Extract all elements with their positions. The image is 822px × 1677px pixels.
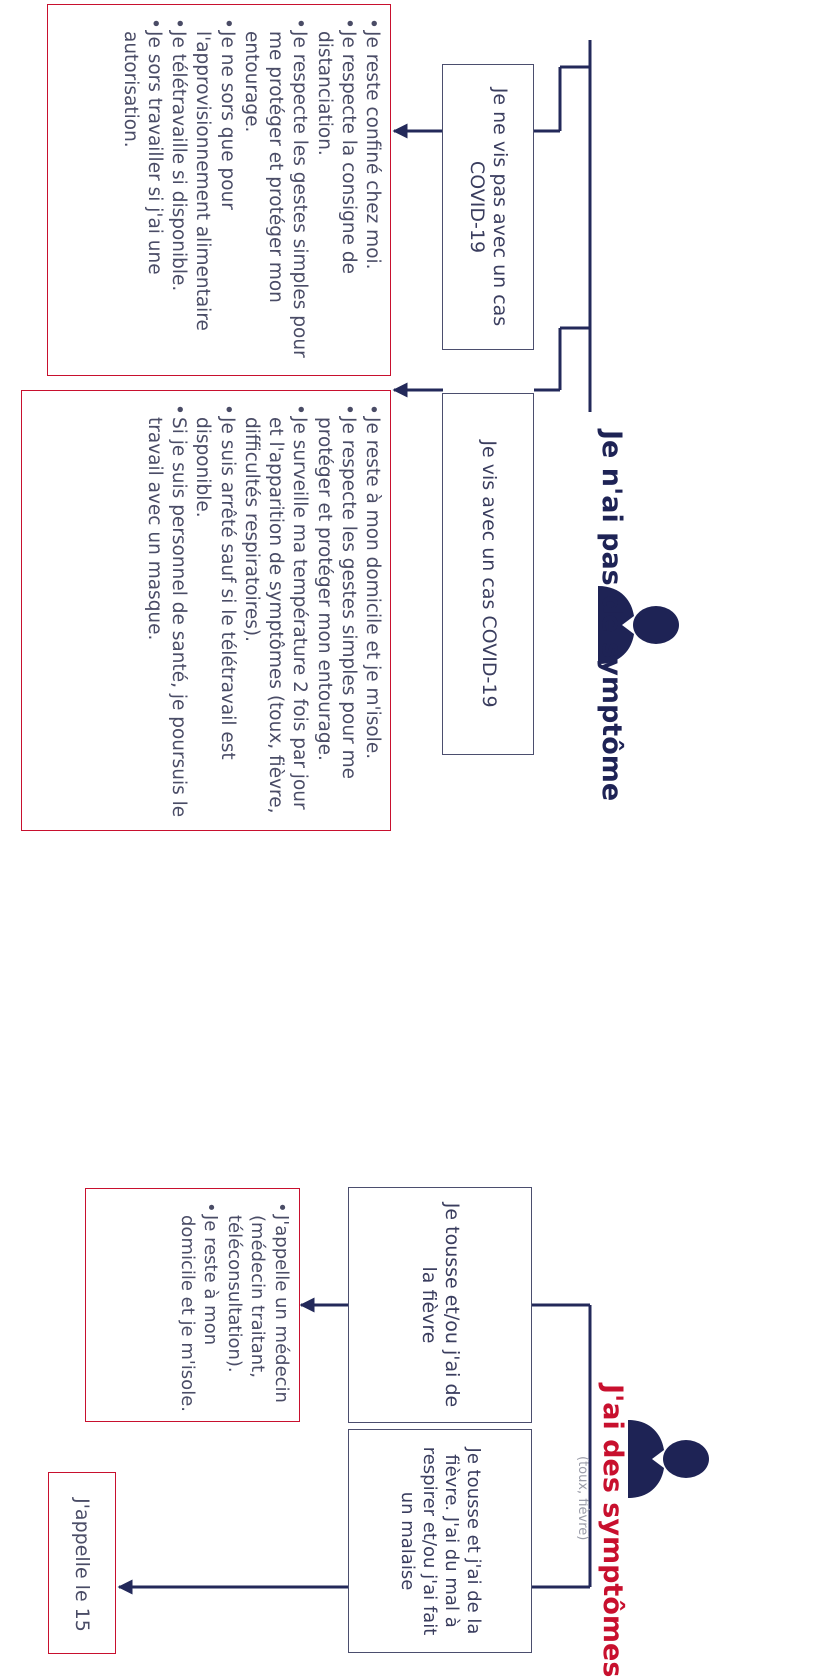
- symptoms-case-a-label: Je tousse et/ou j'ai de la fièvre: [418, 1202, 464, 1408]
- list-item: Je respecte les gestes simples pour me p…: [239, 31, 312, 367]
- list-item: Je télétravaille si disponible.: [166, 31, 190, 367]
- no-symptom-case-a-label: Je ne vis pas avec un cas COVID-19: [466, 87, 512, 327]
- list-item: Je respecte les gestes simples pour me p…: [311, 417, 359, 822]
- no-symptom-title: Je n'ai pas de symptôme: [596, 430, 627, 802]
- person-silhouette-icon: [598, 586, 679, 664]
- list-item: J'appelle un médecin (médecin traitant, …: [222, 1215, 293, 1413]
- symptoms-title: J'ai des symptômes: [597, 1384, 628, 1677]
- no-symptom-case-b-box: Je vis avec un cas COVID-19: [442, 393, 534, 755]
- list-item: Je reste à mon domicile et je m'isole.: [175, 1215, 222, 1413]
- list-item: Je respecte la consigne de distanciation…: [311, 31, 359, 367]
- list-item: Je sors travailler si j'ai une autorisat…: [117, 31, 165, 367]
- no-symptom-case-b-actions: Je reste à mon domicile et je m'isole. J…: [21, 390, 391, 831]
- list-item: Je ne sors que pour l'approvisionnement …: [190, 31, 238, 367]
- call-15-label: J'appelle le 15: [71, 1498, 94, 1632]
- list-item: Je reste confiné chez moi.: [360, 31, 384, 367]
- list-item: Si je suis personnel de santé, je poursu…: [142, 417, 190, 822]
- symptoms-subtitle: (toux, fièvre): [575, 1456, 590, 1541]
- no-symptom-case-a-box: Je ne vis pas avec un cas COVID-19: [442, 64, 534, 350]
- symptoms-case-b-label: Je tousse et j'ai de la fièvre. J'ai du …: [397, 1446, 484, 1636]
- symptoms-case-a-actions: J'appelle un médecin (médecin traitant, …: [85, 1188, 300, 1422]
- symptoms-case-b-box: Je tousse et j'ai de la fièvre. J'ai du …: [348, 1429, 532, 1653]
- symptoms-case-b-action: J'appelle le 15: [48, 1472, 116, 1654]
- list-item: Je surveille ma température 2 fois par j…: [239, 417, 312, 822]
- no-symptom-case-a-actions: Je reste confiné chez moi. Je respecte l…: [47, 4, 391, 376]
- no-symptom-case-b-label: Je vis avec un cas COVID-19: [477, 440, 500, 708]
- person-silhouette-icon: [628, 1420, 709, 1498]
- list-item: Je suis arrêté sauf si le télétravail es…: [190, 417, 238, 822]
- list-item: Je reste à mon domicile et je m'isole.: [360, 417, 384, 822]
- symptoms-case-a-box: Je tousse et/ou j'ai de la fièvre: [348, 1187, 532, 1423]
